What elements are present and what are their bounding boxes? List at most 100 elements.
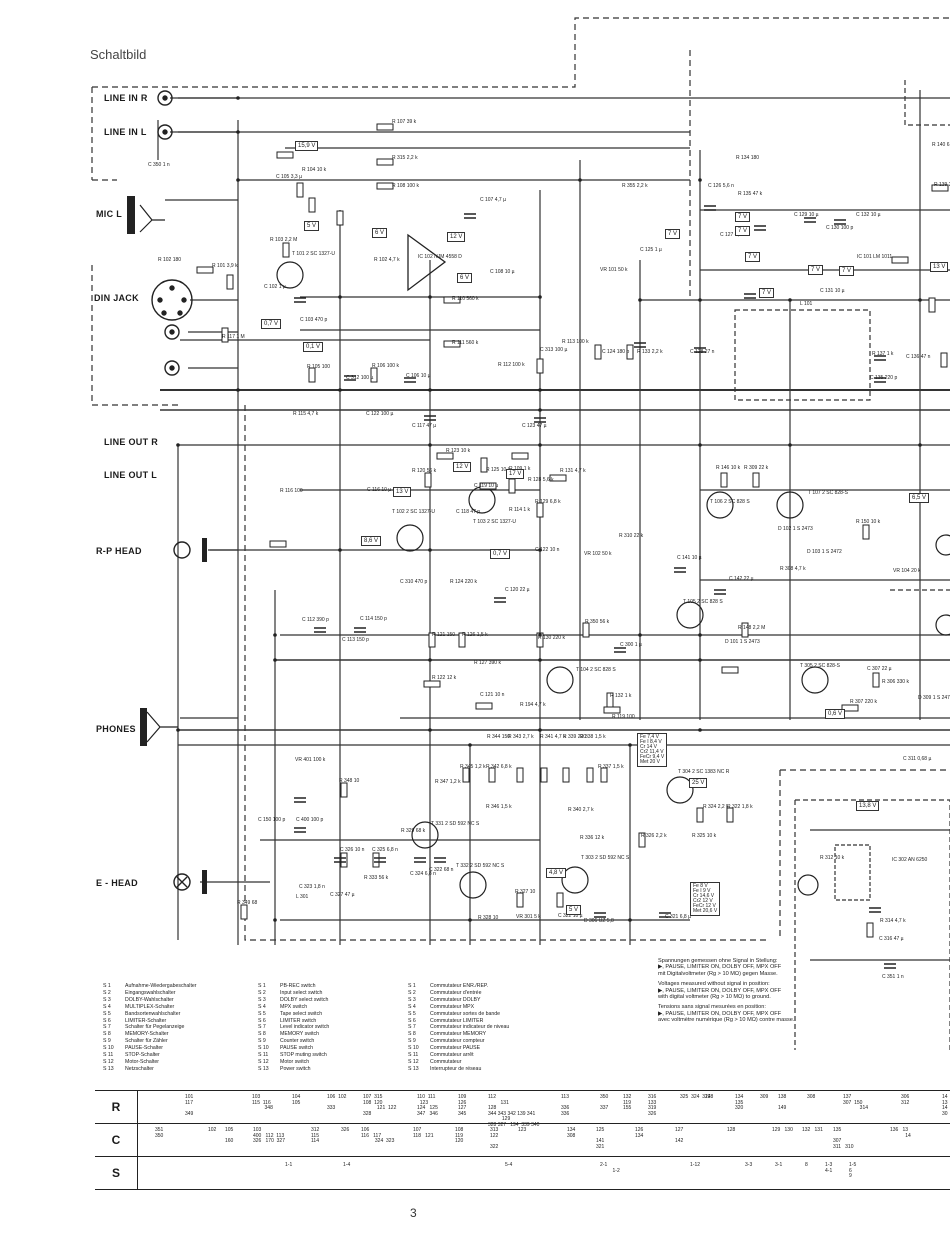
switch-code: S 10 — [103, 1045, 114, 1052]
resistor-symbol — [376, 158, 394, 166]
junction-dot — [468, 918, 472, 922]
jack-line-out-l-circle — [164, 360, 180, 376]
resistor-symbol — [458, 632, 466, 648]
table-cell: 325 324 322 — [680, 1094, 711, 1100]
resistor-symbol — [603, 706, 621, 714]
component-label: R 342 6,8 k — [486, 764, 512, 770]
voltage-marker: 17 V — [506, 469, 525, 479]
component-label: R 338 1,5 k — [580, 734, 606, 740]
switch-code: S 9 — [408, 1038, 416, 1045]
resistor-symbol — [556, 892, 564, 908]
switch-description: Commutateur MPX — [430, 1003, 475, 1010]
component-label: C 132 10 µ — [856, 212, 881, 218]
switch-code: S 8 — [258, 1031, 266, 1038]
table-cell: 104 105 — [292, 1094, 301, 1106]
switch-code: S 7 — [103, 1024, 111, 1031]
voltage-marker: 7 V — [839, 266, 855, 276]
component-label: R 322 1,8 k — [727, 804, 753, 810]
switch-description: Bandsortenwahlschalter — [125, 1010, 181, 1017]
note-line: mit Digitalvoltmeter (Rg > 10 MΩ) gegen … — [658, 970, 778, 977]
component-label: C 312 100 µ — [346, 375, 374, 381]
component-label: T 103 2 SC 1327-U — [473, 519, 516, 525]
component-label: R 309 22 k — [744, 465, 769, 471]
component-label: D 101 1 S 2473 — [725, 639, 760, 645]
table-cell: 109 126 127 345 — [458, 1094, 467, 1117]
transistor-t331 — [411, 821, 439, 849]
switch-description: Commutateur LIMITER — [430, 1017, 484, 1024]
table-cell: 108 119 120 — [455, 1127, 464, 1144]
component-label: R 346 1,5 k — [486, 804, 512, 810]
junction-dot — [236, 178, 240, 182]
junction-dot — [698, 633, 702, 637]
switch-code: S 11 — [103, 1052, 114, 1059]
jack-label-din-jack: DIN JACK — [94, 293, 139, 303]
switch-code: S 3 — [408, 996, 416, 1003]
transistor-t104 — [546, 666, 574, 694]
junction-dot — [273, 918, 277, 922]
component-label: R 355 2,2 k — [622, 183, 648, 189]
switch-code: S 8 — [103, 1031, 111, 1038]
resistor-symbol — [443, 296, 461, 304]
page-number: 3 — [410, 1206, 417, 1220]
voltage-table-lower: Fe 8 V Fe I 9 V Cr 14,6 V Cr2 12 V FeCr … — [690, 882, 721, 916]
table-cell: 306 312 — [901, 1094, 910, 1106]
resistor-symbol — [562, 767, 570, 783]
component-label: C 103 470 p — [300, 317, 328, 323]
jack-label-line-in-r: LINE IN R — [104, 93, 148, 103]
transistor-t304 — [666, 776, 694, 804]
rp-head-symbol — [173, 541, 191, 559]
junction-dot — [338, 295, 342, 299]
component-label: R 129 6,8 k — [535, 499, 561, 505]
voltage-row: FeCr 9,4 V — [640, 754, 665, 760]
dashed-boundary — [734, 309, 871, 401]
switch-code: S 11 — [258, 1052, 269, 1059]
junction-dot — [698, 443, 702, 447]
note-line: ▶, PAUSE, LIMITER ON, DOLBY OFF, MPX OFF — [658, 1010, 782, 1017]
resistor-symbol — [516, 767, 524, 783]
capacitor-symbol — [804, 217, 816, 223]
resistor-symbol — [586, 767, 594, 783]
resistor-symbol — [340, 852, 348, 868]
table-cell: 350 337 — [600, 1094, 609, 1111]
component-label: L 301 — [296, 894, 309, 900]
note-line: with digital voltmeter (Rg > 10 MΩ) to g… — [658, 994, 771, 1001]
switch-description: Commutateur indicateur de niveau — [430, 1024, 510, 1031]
component-label: R 103 2,2 M — [270, 237, 298, 243]
resistor-symbol — [940, 352, 948, 368]
component-label: C 122 10 n — [535, 547, 560, 553]
component-label: C 323 1,8 n — [299, 884, 325, 890]
switch-code: S 4 — [258, 1003, 266, 1010]
table-cell: 2-1 1-2 — [600, 1162, 620, 1174]
e-head-symbol — [173, 873, 191, 891]
capacitor-symbol — [874, 377, 886, 383]
junction-dot — [273, 633, 277, 637]
component-label: R 350 56 k — [585, 619, 610, 625]
voltage-marker: 15,9 V — [295, 141, 319, 151]
junction-dot — [638, 633, 642, 637]
table-cell: 309 — [760, 1094, 769, 1100]
resistor-symbol — [536, 632, 544, 648]
component-label: R 126 1,5 k — [462, 632, 488, 638]
switch-code: S 6 — [103, 1017, 111, 1024]
component-label: T 101 2 SC 1327-U — [292, 251, 335, 257]
table-cell: 308 — [807, 1094, 816, 1100]
capacitor-symbol — [884, 963, 896, 969]
switch-description: Schalter für Zähler — [125, 1038, 168, 1045]
switch-description: DOLBY select switch — [280, 996, 329, 1003]
component-label: R 133 2,2 k — [637, 349, 663, 355]
table-cell: 3-1 — [775, 1162, 783, 1168]
component-label: C 311 0,68 µ — [903, 756, 932, 762]
table-cell: 313 122 322 — [490, 1127, 499, 1150]
switch-description: Commutateur PAUSE — [430, 1045, 481, 1052]
